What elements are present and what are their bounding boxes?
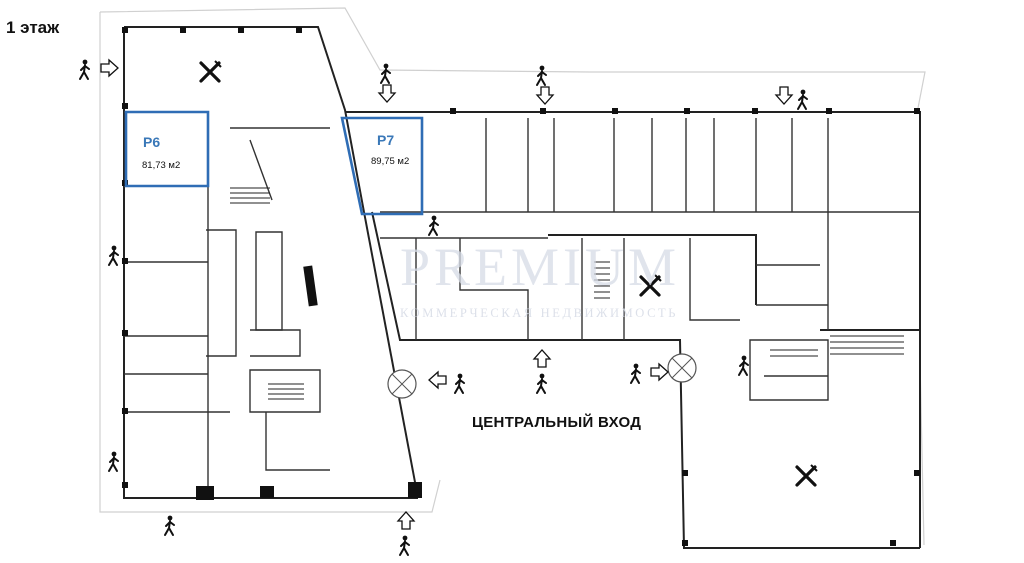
watermark-title: PREMIUM bbox=[400, 237, 681, 297]
pedestrian-icon bbox=[164, 514, 175, 536]
revolving-door-icon bbox=[387, 369, 417, 399]
unit-p6-id: Р6 bbox=[143, 134, 161, 150]
pedestrian-icon bbox=[536, 64, 547, 86]
central-column bbox=[303, 265, 318, 307]
unit-p7-area: 89,75 м2 bbox=[371, 156, 410, 167]
pedestrian-icon bbox=[108, 450, 119, 472]
entry-arrow-icon bbox=[533, 349, 551, 368]
central-entrance-label: ЦЕНТРАЛЬНЫЙ ВХОД bbox=[472, 414, 642, 431]
interior-partitions bbox=[124, 111, 920, 498]
unit-p7-outline[interactable] bbox=[340, 116, 424, 216]
entry-arrow-icon bbox=[100, 59, 119, 77]
watermark-subtitle: КОММЕРЧЕСКАЯ НЕДВИЖИМОСТЬ bbox=[400, 306, 679, 320]
columns bbox=[122, 27, 920, 546]
pedestrian-icon bbox=[738, 354, 749, 376]
pedestrian-icon bbox=[380, 62, 391, 84]
stairs bbox=[230, 187, 904, 400]
entry-arrow-icon bbox=[397, 511, 415, 530]
entry-arrow-icon bbox=[378, 84, 396, 103]
pedestrian-icon bbox=[536, 372, 547, 394]
restaurant-icon bbox=[199, 59, 223, 83]
entry-arrow-icon bbox=[536, 86, 554, 105]
pedestrian-icon bbox=[454, 372, 465, 394]
pedestrian-icon bbox=[108, 244, 119, 266]
unit-p6-area: 81,73 м2 bbox=[142, 160, 181, 171]
pedestrian-icon bbox=[399, 534, 410, 556]
unit-p7-id: Р7 bbox=[377, 132, 395, 148]
unit-p6-outline[interactable] bbox=[124, 110, 210, 188]
pedestrian-icon bbox=[797, 88, 808, 110]
pedestrian-icon bbox=[428, 214, 439, 236]
restaurant-icon bbox=[795, 463, 819, 487]
revolving-door-icon bbox=[667, 353, 697, 383]
entry-arrow-icon bbox=[775, 86, 793, 105]
pedestrian-icon bbox=[79, 58, 90, 80]
pedestrian-icon bbox=[630, 362, 641, 384]
entry-arrow-icon bbox=[650, 363, 669, 381]
entry-arrow-icon bbox=[428, 371, 447, 389]
floor-label: 1 этаж bbox=[6, 18, 60, 37]
